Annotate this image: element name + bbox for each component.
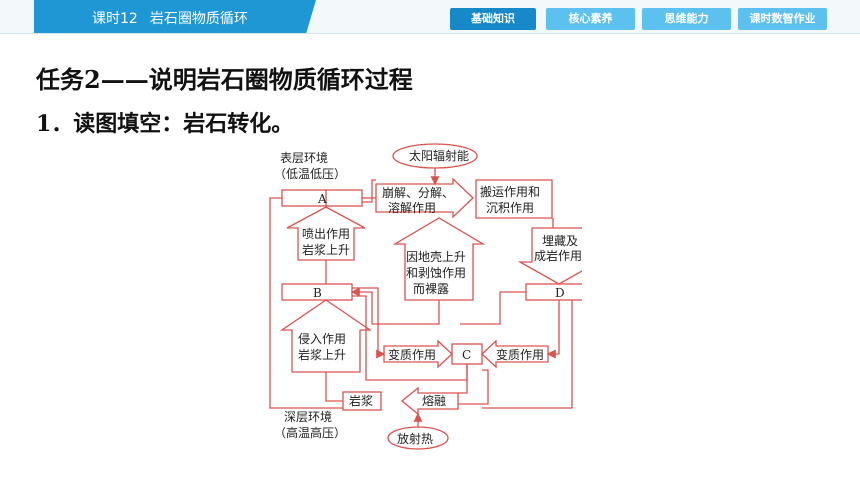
top-header-bar: 课时12 岩石圈物质循环 基础知识 核心素养 思维能力 课时数智作业: [0, 0, 860, 34]
box-d: [525, 283, 582, 301]
melting-label: 熔融: [422, 393, 446, 408]
lesson-name: 岩石圈物质循环: [149, 11, 248, 27]
uplift-label-2: 和剥蚀作用: [406, 266, 466, 280]
rock-cycle-diagram: 表层环境 （低温低压） 太阳辐射能 A 崩解、分解、 溶解作用 搬运作用和 沉积…: [269, 143, 582, 450]
box-d-label: D: [555, 286, 565, 300]
intrusion-arrow: [279, 299, 373, 373]
task-title: 任务2——说明岩石圈物质循环过程: [36, 65, 413, 94]
deep-env-condition: （高温高压）: [274, 425, 346, 440]
lesson-title: 课时12 岩石圈物质循环: [92, 8, 260, 28]
magma-label: 岩浆: [349, 393, 373, 408]
box-c-label: C: [462, 348, 471, 362]
melting-arrow: [400, 386, 459, 416]
uplift-label-1: 因地壳上升: [406, 250, 466, 264]
burial-label-2: 成岩作用: [534, 248, 582, 263]
transport-label-1: 搬运作用和: [480, 184, 540, 199]
metamorphism-right-label: 变质作用: [496, 347, 544, 362]
lesson-number: 课时12: [92, 11, 138, 27]
intrusion-label-2: 岩浆上升: [298, 347, 346, 362]
box-b-label: B: [313, 286, 322, 300]
metamorphism-left-label: 变质作用: [388, 347, 436, 362]
eruption-label-2: 岩浆上升: [302, 242, 350, 257]
question-text: 1．读图填空：岩石转化。: [36, 111, 294, 137]
burial-arrow: [517, 227, 582, 285]
nav-homework-button[interactable]: 课时数智作业: [738, 8, 827, 30]
transport-box: [475, 179, 553, 219]
transport-label-2: 沉积作用: [486, 201, 534, 215]
weathering-arrow: [375, 177, 474, 219]
burial-label-1: 埋藏及: [542, 234, 578, 248]
nav-thinking-ability-button[interactable]: 思维能力: [642, 8, 731, 30]
nav-basic-knowledge-button[interactable]: 基础知识: [450, 8, 536, 30]
uplift-arrow: [392, 217, 486, 301]
weathering-label-2: 溶解作用: [388, 200, 436, 215]
deep-env-label: 深层环境: [284, 409, 332, 424]
intrusion-label-1: 侵入作用: [298, 331, 346, 346]
metamorphism-left-arrow: [383, 339, 453, 369]
surface-env-label: 表层环境: [280, 150, 328, 165]
nav-core-literacy-button[interactable]: 核心素养: [546, 8, 635, 30]
eruption-arrow: [286, 206, 366, 261]
eruption-label-1: 喷出作用: [302, 227, 350, 241]
uplift-label-3: 而裸露: [413, 281, 449, 296]
metamorphism-right-arrow: [481, 339, 549, 369]
solar-energy-label: 太阳辐射能: [409, 148, 469, 163]
box-a-label: A: [317, 192, 327, 206]
surface-env-condition: （低温低压）: [274, 167, 346, 181]
radiant-heat-label: 放射热: [397, 431, 433, 446]
weathering-label-1: 崩解、分解、: [382, 186, 454, 200]
